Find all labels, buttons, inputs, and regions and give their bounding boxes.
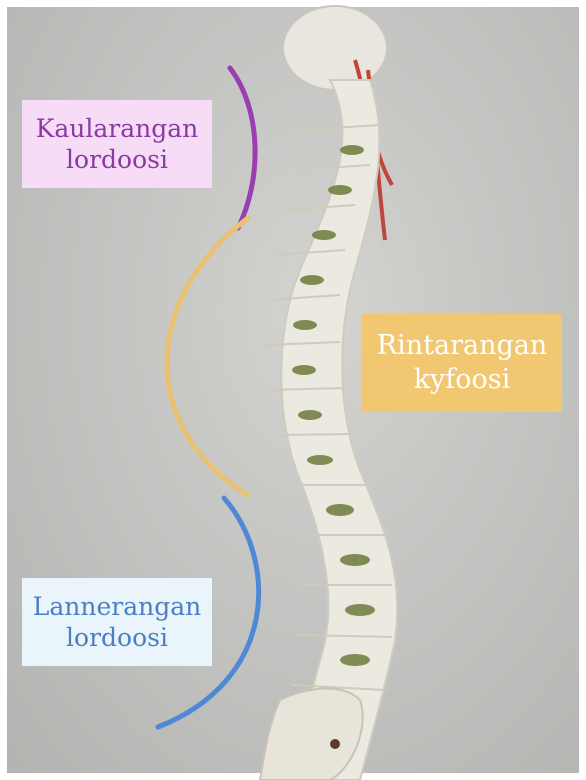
sacrum-hole (330, 739, 340, 749)
skull-base (283, 6, 387, 90)
cervical-lordosis-label: Kaularangan lordoosi (22, 100, 212, 188)
thoracic-curve (167, 218, 248, 495)
lumbar-lordosis-label: Lannerangan lordoosi (22, 578, 212, 666)
cervical-curve (230, 68, 255, 228)
thoracic-kyphosis-label: Rintarangan kyfoosi (362, 314, 562, 412)
